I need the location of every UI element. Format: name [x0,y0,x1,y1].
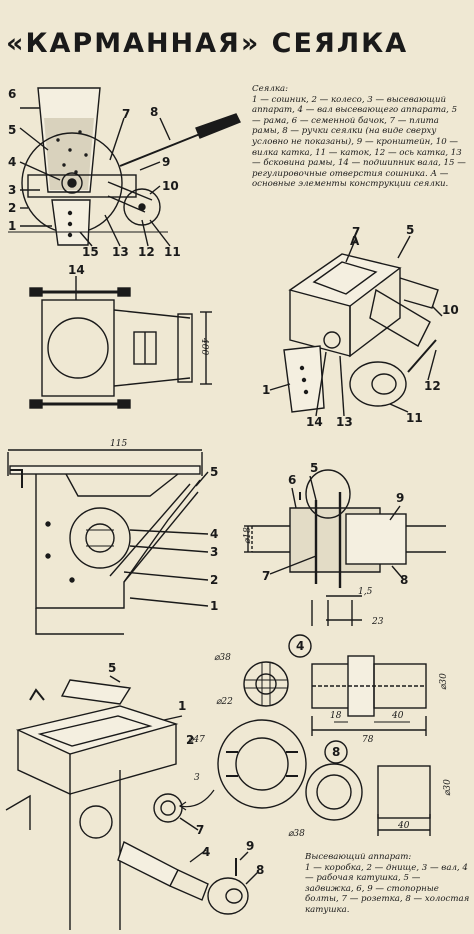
callout-5-a: 5 [406,223,414,237]
detail-8-drawing: 8 ⌀38 ⌀30 40 [288,740,453,839]
sowing-apparatus-legend: Высевающий аппарат: 1 — коробка, 2 — дни… [305,852,470,916]
dim-18-label: ⌀18 [243,527,253,544]
dim-40b-label: 40 [397,821,410,831]
callout-13-a: 13 [336,415,353,429]
callout-1-exploded: 1 [178,699,186,713]
dim-38a-label: ⌀38 [214,653,231,663]
callout-9: 9 [162,155,170,169]
callout-14-top: 14 [68,263,85,277]
callout-2-box: 2 [210,573,218,587]
callout-5-box: 5 [210,465,218,479]
callout-10-a: 10 [442,303,459,317]
dim-400-label: 400 [199,337,209,355]
callout-15: 15 [82,245,99,259]
callout-9-shaft: 9 [396,491,404,505]
detail-4-drawing: 4 ⌀38 ⌀22 ⌀30 18 40 78 [214,634,449,745]
callout-8-circle: 8 [332,745,340,759]
dim-30a-label: ⌀30 [439,673,449,690]
callout-4: 4 [8,155,16,169]
callout-12-a: 12 [424,379,441,393]
box-section-drawing: 5 4 3 2 1 115 [7,439,218,635]
callout-5-shaft: 5 [310,461,318,475]
callout-1-a: 1 [262,383,270,397]
dim-23-label: 23 [371,617,384,627]
side-view-drawing: 6 5 4 3 2 1 7 8 9 10 15 13 12 11 [8,87,241,259]
seeder-legend-body: 1 — сошник, 2 — колесо, 3 — высевающий а… [252,94,466,190]
callout-1: 1 [8,219,16,233]
callout-3: 3 [8,183,16,197]
callout-7-a: 7 [352,225,360,239]
top-view-drawing: 14 400 [29,263,212,409]
callout-7: 7 [122,107,130,121]
callout-6-shaft: 6 [288,473,296,487]
sowing-apparatus-legend-body: 1 — коробка, 2 — днище, 3 — вал, 4 — раб… [305,862,470,915]
exploded-view-drawing: 5 1 2 7 4 9 8 ⌀47 3 [5,661,307,930]
dim-40a-label: 40 [391,711,404,721]
callout-9-exploded: 9 [246,839,254,853]
callout-11-a: 11 [406,411,423,425]
callout-7-shaft: 7 [262,569,270,583]
callout-8: 8 [150,105,158,119]
callout-12: 12 [138,245,155,259]
article-title: «КАРМАННАЯ» СЕЯЛКА [6,28,409,59]
callout-2: 2 [8,201,16,215]
seeder-legend-heading: Сеялка: [252,84,288,94]
dim-30b-label: ⌀30 [443,779,453,796]
callout-8-shaft: 8 [400,573,408,587]
callout-5: 5 [8,123,16,137]
callout-1-box: 1 [210,599,218,613]
callout-6: 6 [8,87,16,101]
callout-11: 11 [164,245,181,259]
callout-3-box: 3 [210,545,218,559]
view-a-drawing: А 7 5 10 1 14 13 11 12 [262,223,459,429]
dim-38b-label: ⌀38 [288,829,305,839]
sowing-apparatus-legend-heading: Высевающий аппарат: [305,852,412,862]
seeder-legend: Сеялка: 1 — сошник, 2 — колесо, 3 — высе… [252,84,466,190]
dim-22-label: ⌀22 [216,697,233,707]
callout-8-exploded: 8 [256,863,264,877]
callout-7-exploded: 7 [196,823,204,837]
callout-5-exploded: 5 [108,661,116,675]
dim-47-label: ⌀47 [188,735,205,745]
dim-1-5-label: 1,5 [358,587,373,597]
shaft-section-drawing: 6 5 9 7 8 ⌀18 1,5 23 [243,461,446,627]
callout-2-exploded: 2 [186,733,194,747]
dim-78-label: 78 [362,735,374,745]
callout-4-box: 4 [210,527,218,541]
callout-14-a: 14 [306,415,323,429]
callout-4-exploded: 4 [202,845,210,859]
callout-13: 13 [112,245,129,259]
callout-10: 10 [162,179,179,193]
dim-18b-label: 18 [330,711,342,721]
dim-115-label: 115 [110,439,127,449]
callout-4-circle: 4 [296,639,304,653]
dim-3-label: 3 [194,773,200,783]
